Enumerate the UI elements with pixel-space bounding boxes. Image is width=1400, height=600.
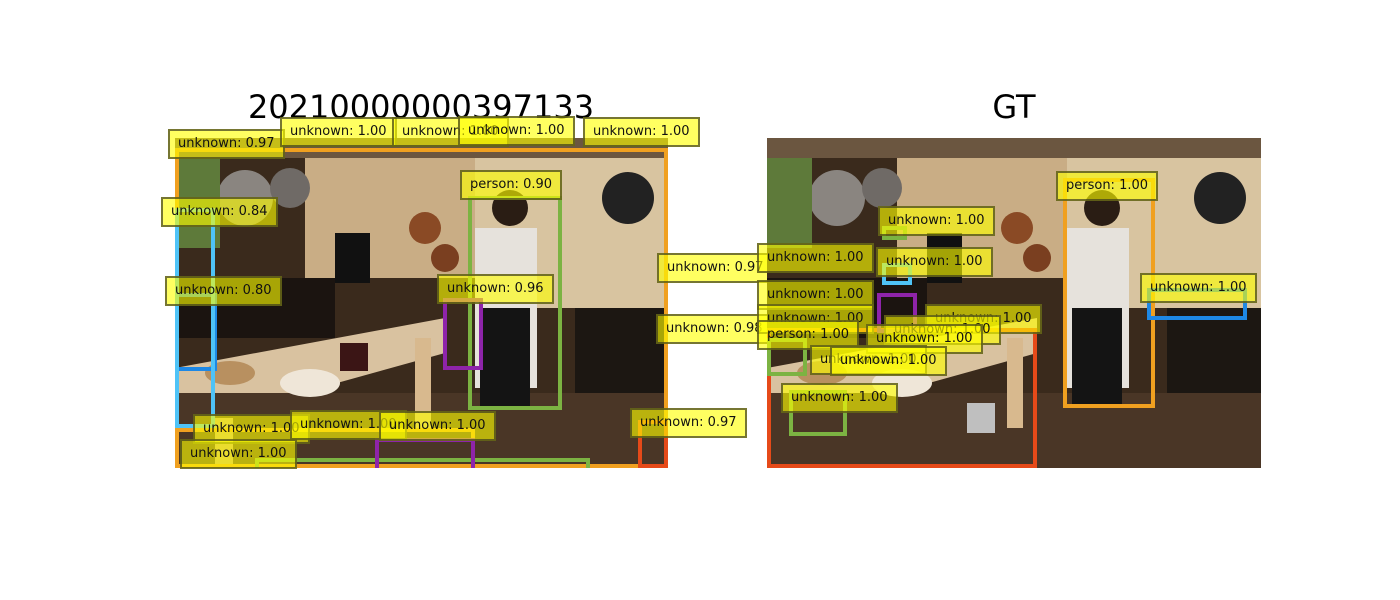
detection-label: unknown: 0.97 xyxy=(630,408,747,438)
detection-label: unknown: 0.80 xyxy=(165,276,282,306)
detection-label: unknown: 1.00 xyxy=(878,206,995,236)
detection-label: unknown: 1.00 xyxy=(757,243,874,273)
detection-label: person: 0.90 xyxy=(460,170,563,200)
detection-label: unknown: 1.00 xyxy=(458,116,575,146)
detection-label: person: 1.00 xyxy=(757,320,860,350)
detection-label: unknown: 1.00 xyxy=(280,117,397,147)
detection-label: unknown: 0.84 xyxy=(161,197,278,227)
detection-label: unknown: 1.00 xyxy=(830,346,947,376)
detection-label: unknown: 1.00 xyxy=(583,117,700,147)
detection-box xyxy=(443,298,483,370)
detection-box xyxy=(375,438,475,468)
detection-label: unknown: 1.00 xyxy=(180,439,297,469)
detection-label: unknown: 1.00 xyxy=(876,247,993,277)
detection-label: unknown: 0.97 xyxy=(168,129,285,159)
detection-box xyxy=(175,208,215,428)
detection-label: unknown: 0.98 xyxy=(656,314,773,344)
detection-label: unknown: 1.00 xyxy=(1140,273,1257,303)
detection-label: person: 1.00 xyxy=(1056,171,1159,201)
detection-label: unknown: 0.97 xyxy=(657,253,774,283)
detection-label: unknown: 1.00 xyxy=(379,411,496,441)
detection-label: unknown: 1.00 xyxy=(781,383,898,413)
right-panel-title: GT xyxy=(992,88,1036,126)
detection-label: unknown: 0.96 xyxy=(437,274,554,304)
